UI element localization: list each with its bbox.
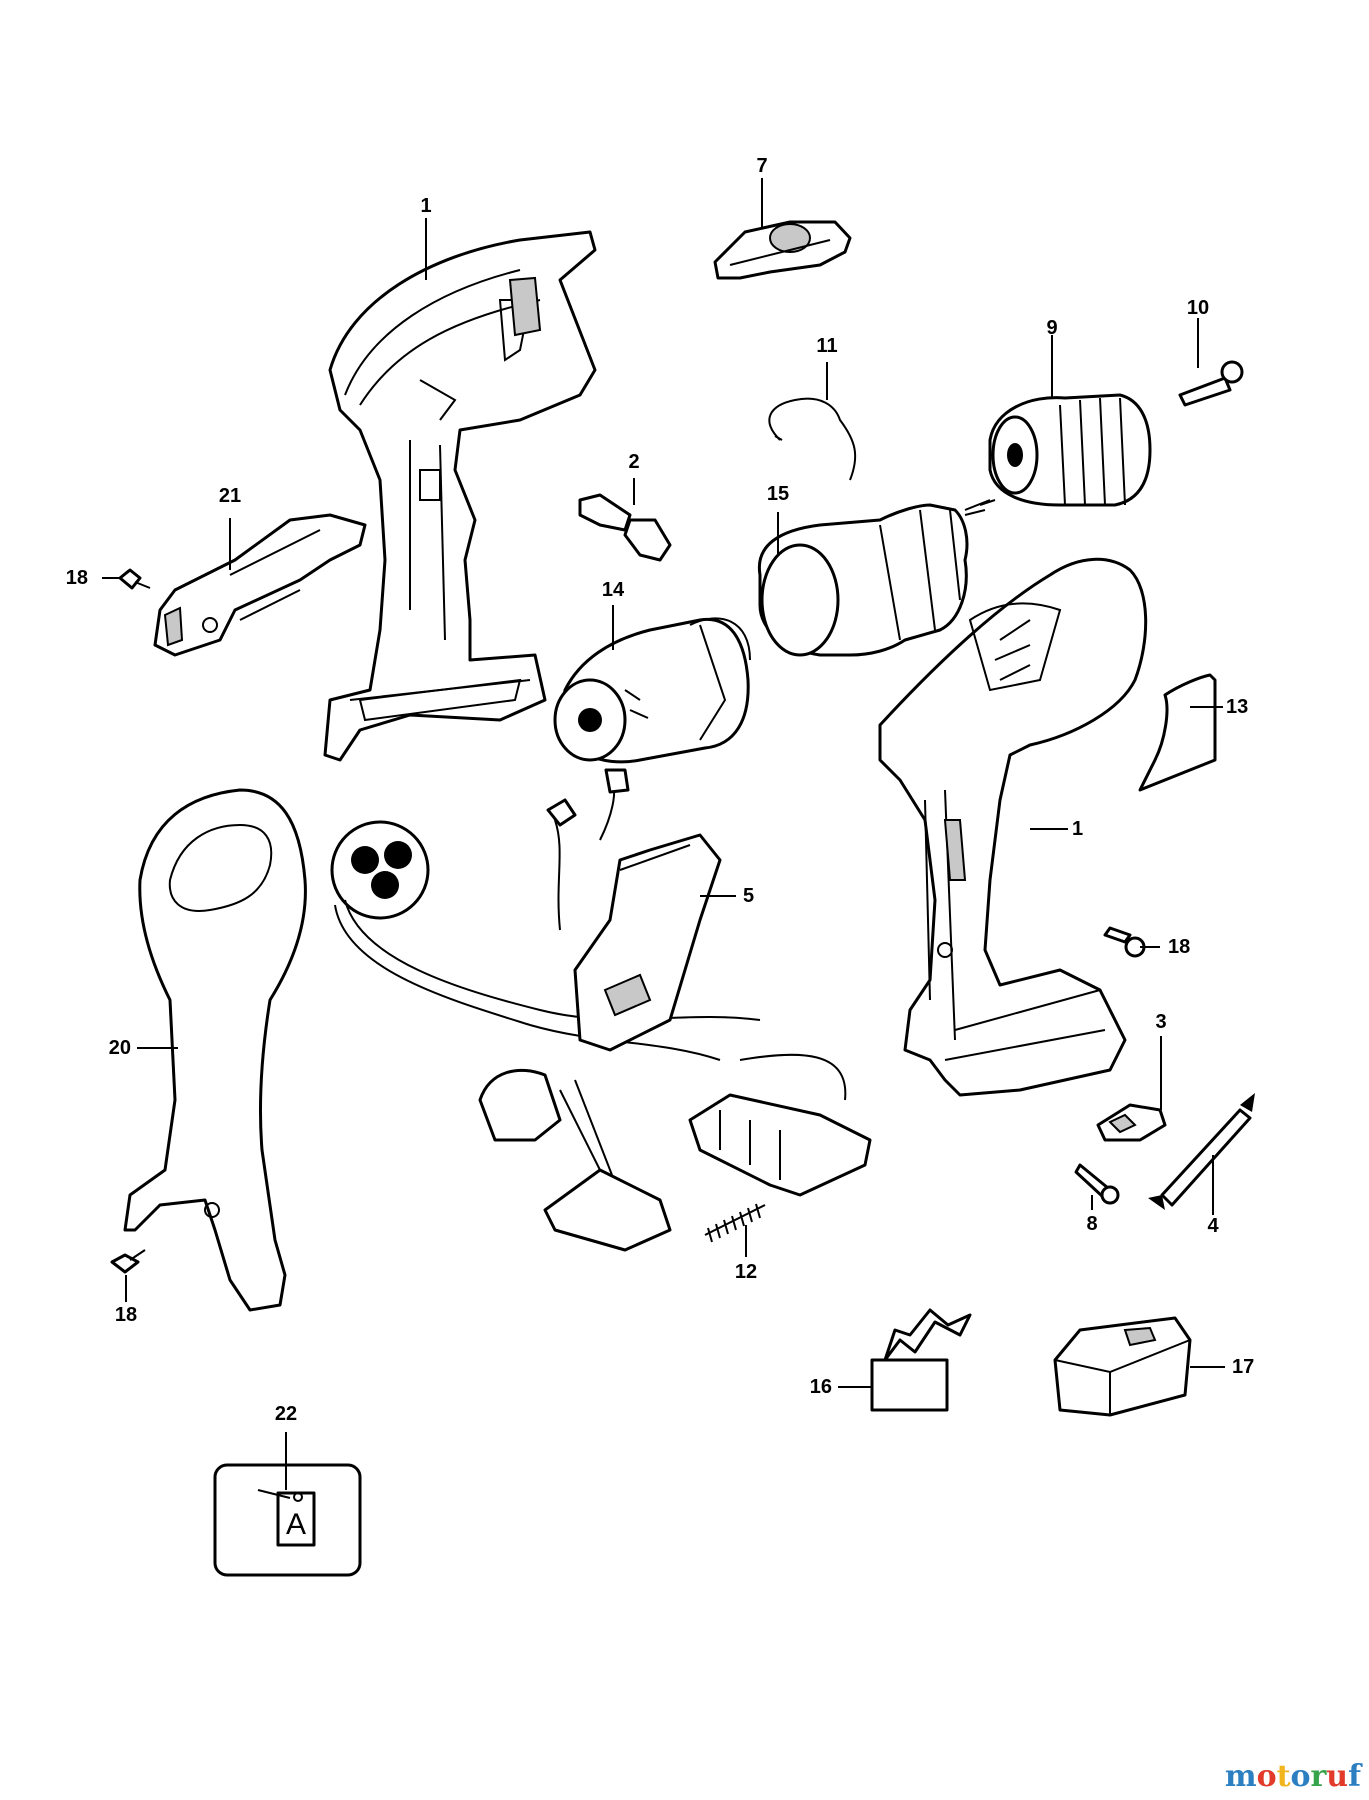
- callout-10: 10: [1186, 297, 1210, 319]
- screw-18-right[interactable]: [1103, 926, 1146, 958]
- tag-letter: A: [285, 1508, 307, 1541]
- watermark-letter: o: [1290, 1759, 1311, 1794]
- motor-14[interactable]: [553, 617, 751, 764]
- gearbox-15[interactable]: [757, 499, 996, 657]
- belt-clip[interactable]: [153, 513, 367, 657]
- tag-box-22[interactable]: [213, 1463, 362, 1577]
- watermark-letter: r: [1310, 1759, 1327, 1794]
- screw-10[interactable]: [1178, 360, 1244, 407]
- battery-17[interactable]: [1053, 1316, 1192, 1417]
- callout-5: 5: [743, 885, 755, 907]
- callout-2: 2: [628, 451, 640, 473]
- connector-2[interactable]: [578, 493, 672, 562]
- callout-11: 11: [816, 335, 838, 357]
- callout-18-bottom: 18: [114, 1304, 138, 1326]
- callout-9: 9: [1046, 317, 1058, 339]
- housing-right-half[interactable]: [878, 557, 1148, 1097]
- callout-18-right: 18: [1168, 936, 1191, 958]
- callout-18-left: 18: [65, 567, 88, 589]
- callout-1-left: 1: [420, 195, 432, 217]
- spring-12[interactable]: [704, 1203, 766, 1243]
- leader-lines: [102, 178, 1225, 1490]
- watermark-text: motoruf: [1225, 1759, 1361, 1794]
- callout-3: 3: [1155, 1011, 1167, 1033]
- callout-17: 17: [1232, 1356, 1255, 1378]
- switch-slider-7[interactable]: [713, 220, 852, 280]
- screw-18-left[interactable]: [118, 568, 151, 590]
- callout-14: 14: [601, 579, 625, 601]
- callout-20: 20: [108, 1037, 131, 1059]
- screw-18-bottom[interactable]: [110, 1249, 146, 1274]
- part-3[interactable]: [1096, 1103, 1167, 1142]
- housing-left-half[interactable]: [323, 230, 597, 762]
- watermark-letter: m: [1224, 1759, 1257, 1794]
- watermark-letter: u: [1326, 1759, 1349, 1794]
- callout-12: 12: [734, 1261, 758, 1283]
- callout-21: 21: [218, 485, 242, 507]
- callout-8: 8: [1086, 1213, 1098, 1235]
- switch-wiring-assembly-5[interactable]: [330, 768, 872, 1252]
- callout-22: 22: [274, 1403, 298, 1425]
- label-13[interactable]: [1138, 673, 1217, 792]
- bit-4[interactable]: [1148, 1093, 1255, 1210]
- callout-16: 16: [809, 1376, 832, 1398]
- callout-7: 7: [756, 155, 768, 177]
- side-cover-20[interactable]: [123, 788, 307, 1312]
- callout-4: 4: [1207, 1215, 1219, 1237]
- watermark-letter: f: [1348, 1759, 1361, 1794]
- screw-8[interactable]: [1074, 1163, 1120, 1205]
- spring-clip-11[interactable]: [768, 397, 857, 481]
- watermark-letter: o: [1256, 1759, 1277, 1794]
- callout-13: 13: [1226, 696, 1249, 718]
- callout-15: 15: [766, 483, 790, 505]
- callout-1-right: 1: [1072, 818, 1084, 840]
- watermark-logo: motoruf: [1225, 1759, 1361, 1794]
- charger-16[interactable]: [870, 1308, 972, 1412]
- chuck-9[interactable]: [988, 393, 1152, 507]
- watermark-letter: t: [1276, 1759, 1291, 1794]
